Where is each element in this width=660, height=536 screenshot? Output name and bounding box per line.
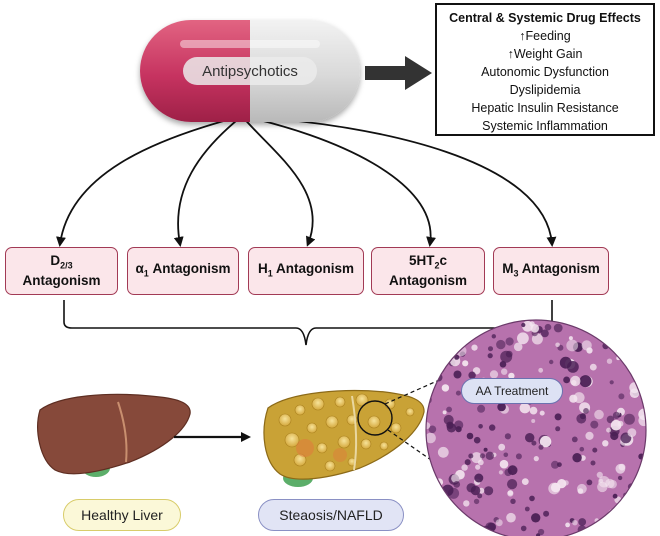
effect-item: Hepatic Insulin Resistance xyxy=(471,101,619,115)
pill-label: Antipsychotics xyxy=(183,57,317,85)
receptor-name: H xyxy=(257,260,268,276)
receptor-name: M xyxy=(502,260,514,276)
receptor-box-alpha1: α1 Antagonism xyxy=(127,247,239,295)
receptor-subscript: 2/3 xyxy=(60,260,73,271)
receptor-action: Antagonism xyxy=(148,260,231,276)
effect-item: Systemic Inflammation xyxy=(482,119,608,133)
receptor-subscript: 1 xyxy=(143,268,149,279)
effect-item: ↑Weight Gain xyxy=(507,47,583,61)
effect-item: ↑Feeding xyxy=(519,29,571,43)
effect-item: Autonomic Dysfunction xyxy=(481,65,609,79)
arrow-to-effects xyxy=(365,56,432,90)
receptor-action: Antagonism xyxy=(388,273,467,289)
receptor-name: D xyxy=(50,252,61,268)
drug-effects-box: Central & Systemic Drug Effects ↑Feeding… xyxy=(435,3,655,136)
receptor-action: Antagonism xyxy=(22,273,101,289)
histology-section-image xyxy=(425,319,647,536)
effect-item: Dyslipidemia xyxy=(509,83,581,97)
receptor-box-d23: D2/3 Antagonism xyxy=(5,247,118,295)
receptor-box-m3: M3 Antagonism xyxy=(493,247,609,295)
receptor-name: α xyxy=(135,260,144,276)
aa-treatment-label: AA Treatment xyxy=(461,378,563,404)
receptor-subscript: 2 xyxy=(434,260,440,271)
fatty-liver-icon xyxy=(263,389,425,487)
receptor-suffix: c xyxy=(439,252,448,268)
receptor-subscript: 3 xyxy=(513,268,519,279)
healthy-liver-label: Healthy Liver xyxy=(63,499,181,531)
receptor-action: Antagonism xyxy=(272,260,355,276)
receptor-subscript: 1 xyxy=(267,268,273,279)
receptor-action: Antagonism xyxy=(518,260,600,276)
effects-title: Central & Systemic Drug Effects xyxy=(449,11,641,25)
receptor-box-h1: H1 Antagonism xyxy=(248,247,364,295)
receptor-name: 5HT xyxy=(408,252,435,268)
receptor-box-5ht2c: 5HT2c Antagonism xyxy=(371,247,485,295)
healthy-liver-icon xyxy=(37,393,191,477)
nafld-label: Steaosis/NAFLD xyxy=(258,499,404,531)
